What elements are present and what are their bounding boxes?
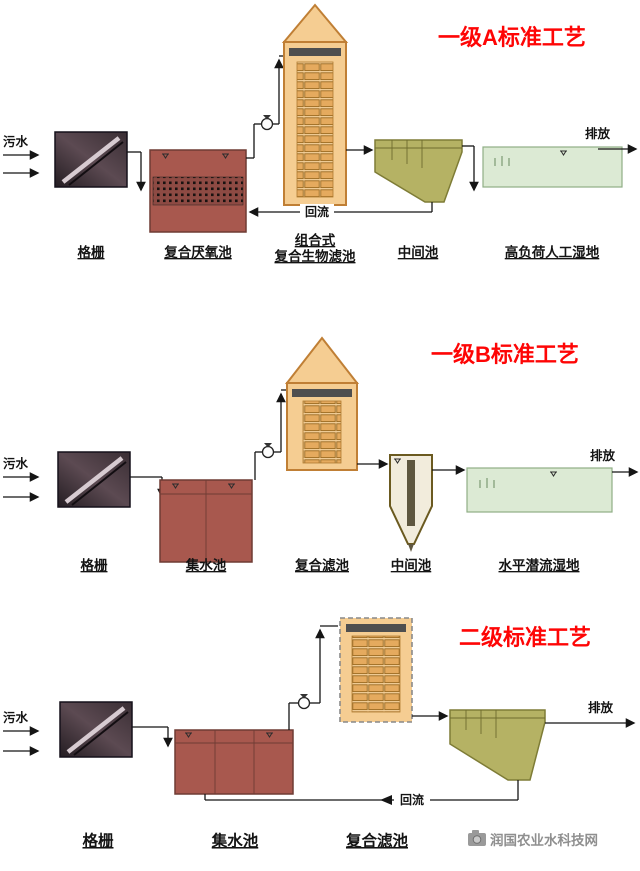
anaerobic-tank-a [149,149,247,233]
pipes-middle-to-wetland-a [462,145,479,192]
tower-roof-a [281,3,349,43]
center-pipe-b [407,460,415,526]
inflow-label-c: 污水 [3,710,29,725]
wetland-b [466,467,613,513]
label-wetland-b: 水平潜流湿地 [499,557,580,573]
label-bar-screen-b: 格栅 [81,557,108,573]
tower-roof-b [284,336,360,384]
reflux-line-c: 回流 [204,780,519,807]
label-bar-screen-c: 格栅 [82,831,114,850]
biofilter-tower-a [281,3,349,206]
label-collect-tank-b: 集水池 [185,557,227,573]
media-band-a [152,176,244,206]
pump-icon-a [260,114,274,131]
label-anaerobic-tank-a: 复合厌氧池 [163,244,232,260]
label-biofilter-line1-a: 组合式 [295,232,336,248]
reflux-line-a: 回流 [248,202,433,219]
watermark-text: 润国农业水科技网 [490,832,598,848]
biofilter-tower-b [284,336,360,471]
tower-media-b [302,400,342,464]
biofilter-tower-c [339,617,413,723]
section-level1b: 一级B标准工艺 污水 [3,336,639,573]
collect-tank-b [159,479,253,563]
watermark: 润国农业水科技网 [468,830,598,848]
pipes-collect-to-tower-b [254,389,288,480]
tower-top-band-b [292,389,352,397]
wetland-plants-icon [479,478,495,488]
tower-media-c [351,635,401,713]
section-c-title: 二级标准工艺 [459,625,591,650]
section-level2: 二级标准工艺 污水 [3,617,636,850]
caption-row-c: 格栅 集水池 复合滤池 [82,831,408,850]
reflux-label-a: 回流 [305,204,329,219]
inflow-label-b: 污水 [3,456,29,471]
tower-top-band-c [346,624,406,632]
pipes-anaerobic-to-tower-a [246,55,285,159]
label-biofilter-c: 复合滤池 [345,831,409,850]
caption-row-a: 格栅 复合厌氧池 组合式 复合生物滤池 中间池 高负荷人工湿地 [78,232,600,264]
discharge-label-b: 排放 [590,448,616,463]
label-intermediate-tank-b: 中间池 [391,557,432,573]
pipes-screen-to-anaerobic-a [127,151,146,192]
section-b-title: 一级B标准工艺 [431,342,579,367]
label-biofilter-line2-a: 复合生物滤池 [274,248,356,264]
reflux-label-c: 回流 [400,792,424,807]
settling-tank-c [449,709,546,781]
inflow-label-a: 污水 [3,134,29,149]
tower-top-band-a [289,48,341,56]
pipes-screen-to-collect-c [132,726,173,748]
intermediate-tank-a [374,139,463,203]
bar-screen-a [55,132,127,187]
label-biofilter-b: 复合滤池 [294,557,349,573]
label-wetland-a: 高负荷人工湿地 [505,244,600,260]
pipes-screen-to-collect-b [130,476,167,499]
section-a-title: 一级A标准工艺 [438,25,586,50]
section-level1a: 一级A标准工艺 污水 [3,3,638,264]
tower-media-a [296,61,334,198]
reflux-arrowhead-c [380,795,392,805]
bar-screen-c [60,702,132,757]
pump-icon-c [297,693,311,710]
discharge-label-c: 排放 [588,700,614,715]
wetland-plants-icon [494,156,510,166]
pump-icon-b [261,442,275,459]
bar-screen-b [58,452,130,507]
label-bar-screen-a: 格栅 [78,244,105,260]
label-intermediate-tank-a: 中间池 [398,244,439,260]
label-collect-tank-c: 集水池 [211,831,259,850]
caption-row-b: 格栅 集水池 复合滤池 中间池 水平潜流湿地 [81,557,580,573]
pipes-collect-to-tower-c [288,625,338,730]
collect-tank-c [174,729,294,795]
wetland-a [482,146,623,188]
intermediate-tank-b [389,454,433,552]
discharge-label-a: 排放 [585,126,611,141]
